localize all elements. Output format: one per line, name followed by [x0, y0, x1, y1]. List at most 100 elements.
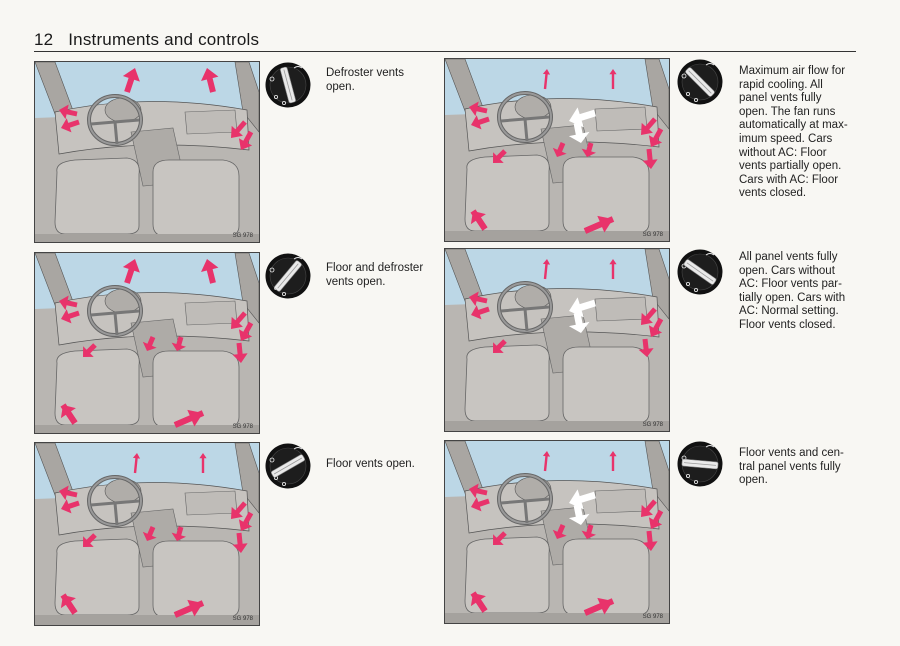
desc-floor-defroster: Floor and defroster vents open. — [326, 262, 424, 288]
a-pillar-right — [234, 443, 259, 514]
a-pillar-right — [644, 59, 669, 130]
desc-max-cooling: Maximum air flow for rapid cooling. All … — [739, 65, 848, 200]
glovebox — [184, 300, 238, 326]
airflow-arrow — [642, 530, 658, 551]
airflow-arrow — [648, 317, 664, 337]
seat-left — [54, 157, 140, 235]
center-vent-arrow — [569, 297, 596, 318]
glovebox — [594, 296, 648, 322]
defrost-icon — [293, 66, 303, 69]
desc-defroster: Defroster vents open. — [326, 67, 404, 93]
face-vent-icon — [269, 76, 275, 82]
airflow-arrow — [60, 405, 78, 425]
airflow-arrow — [83, 343, 97, 357]
airflow-arrow — [609, 451, 617, 471]
airflow-arrow — [583, 597, 613, 616]
airflow-arrow — [231, 311, 247, 329]
face-vent-icon — [269, 457, 275, 463]
airflow-arrow — [552, 142, 567, 157]
center-vent-arrow — [569, 489, 596, 510]
floor-vent-icon — [685, 92, 690, 97]
defrost-icon — [705, 253, 715, 256]
airflow-arrow — [638, 338, 654, 357]
airflow-arrow — [231, 120, 247, 138]
desc-panel-vents: All panel vents fully open. Cars without… — [739, 251, 846, 331]
illustration-panel-vents: SG 978 — [444, 248, 670, 432]
airflow-arrow — [199, 453, 207, 473]
airflow-arrow — [171, 336, 186, 351]
seat-left — [464, 154, 550, 232]
airflow-arrow — [542, 451, 551, 472]
airflow-arrow — [609, 259, 617, 279]
airflow-arrow — [471, 115, 490, 130]
instrument-cluster — [104, 97, 142, 123]
airflow-arrow — [142, 526, 157, 541]
airflow-arrow — [238, 321, 254, 341]
dial-icon-panel-vents — [676, 248, 724, 296]
seat-left — [464, 536, 550, 614]
seat-left — [54, 348, 140, 426]
illustration-floor-central: SG 978 — [444, 440, 670, 624]
airflow-arrow — [59, 485, 78, 501]
airflow-arrow — [232, 532, 248, 553]
airflow-arrow — [238, 130, 254, 150]
seat-left — [54, 538, 140, 616]
airflow-arrow — [171, 526, 186, 541]
airflow-arrow — [609, 69, 617, 89]
illustration-floor: SG 978 — [34, 442, 260, 626]
defroster-arrow — [201, 68, 219, 93]
a-pillar-right — [644, 441, 669, 512]
airflow-arrow — [470, 593, 488, 613]
illustration-code: SG 978 — [642, 614, 663, 620]
header-rule — [34, 51, 856, 52]
dial-icon-defroster — [264, 61, 312, 109]
airflow-arrow — [83, 533, 97, 547]
airflow-arrow — [59, 104, 78, 120]
illustration-max-cooling: SG 978 — [444, 58, 670, 242]
airflow-arrow — [60, 595, 78, 615]
seat-right — [152, 159, 240, 237]
glovebox — [594, 106, 648, 132]
illustration-code: SG 978 — [642, 422, 663, 428]
a-pillar-right — [234, 62, 259, 133]
floor-vent-icon — [273, 95, 278, 100]
a-pillar-right — [644, 249, 669, 320]
dial-icon-floor-defroster — [264, 252, 312, 300]
defrost-icon — [705, 445, 715, 448]
airflow-arrow — [641, 117, 657, 135]
dial-icon-floor-central — [676, 440, 724, 488]
instrument-cluster — [514, 284, 552, 310]
airflow-arrow — [173, 599, 203, 618]
airflow-arrow — [493, 339, 507, 353]
illustration-code: SG 978 — [232, 424, 253, 430]
airflow-arrow — [642, 148, 658, 169]
face-vent-icon — [681, 73, 687, 79]
instrument-cluster — [104, 478, 142, 504]
dial-icon-floor — [264, 442, 312, 490]
defrost-icon — [293, 447, 303, 450]
airflow-arrow — [493, 531, 507, 545]
seat-left — [464, 344, 550, 422]
illustration-code: SG 978 — [642, 232, 663, 238]
defrost-icon — [705, 63, 715, 66]
dial-icon-max-cooling — [676, 58, 724, 106]
center-vent-arrow — [568, 122, 590, 143]
airflow-arrow — [542, 259, 551, 280]
defroster-arrow — [122, 259, 140, 284]
instrument-cluster — [514, 476, 552, 502]
glovebox — [594, 488, 648, 514]
defrost-icon — [293, 257, 303, 260]
floor-vent-icon — [685, 474, 690, 479]
airflow-arrow — [493, 149, 507, 163]
a-pillar-right — [234, 253, 259, 324]
illustration-defroster: SG 978 — [34, 61, 260, 243]
desc-floor: Floor vents open. — [326, 458, 415, 470]
page-number: 12 — [34, 30, 54, 49]
airflow-arrow — [471, 497, 490, 512]
page-header: 12 Instruments and controls — [34, 30, 259, 50]
airflow-arrow — [59, 295, 78, 311]
airflow-arrow — [542, 69, 551, 90]
seat-right — [562, 346, 650, 424]
illustration-code: SG 978 — [232, 616, 253, 622]
airflow-arrow — [648, 127, 664, 147]
